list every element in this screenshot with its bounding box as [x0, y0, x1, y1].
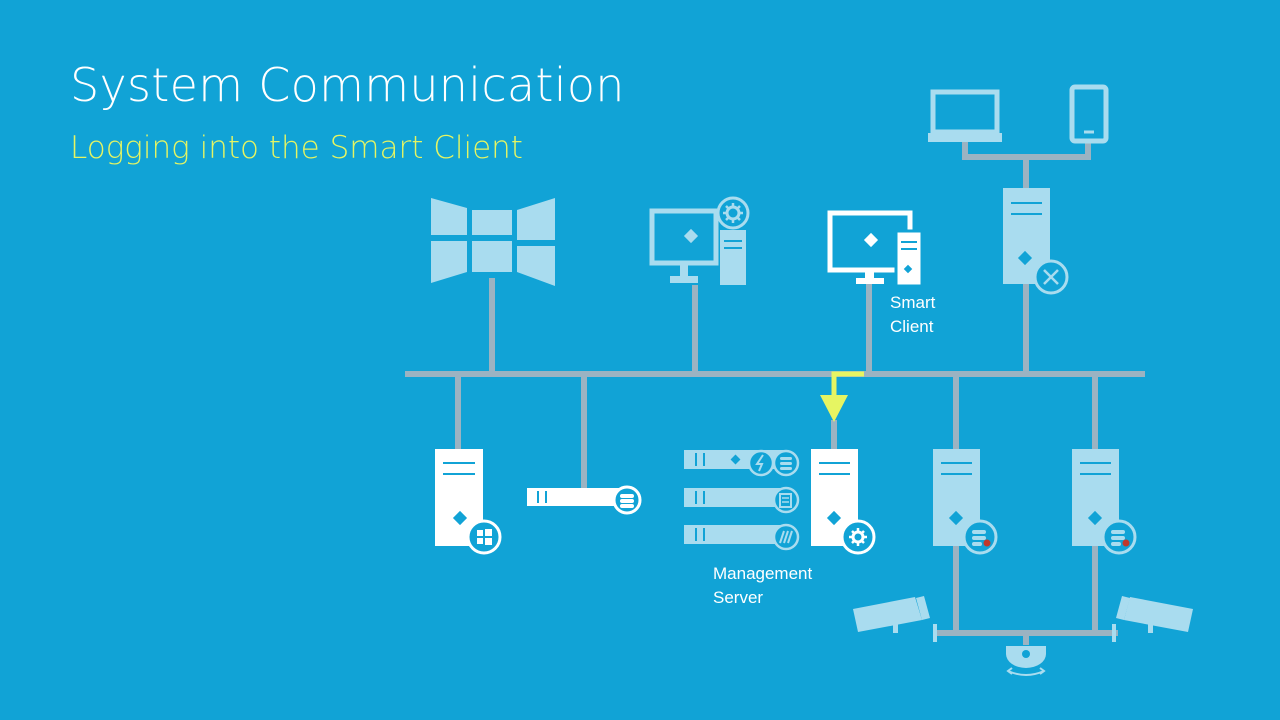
network-lines	[405, 140, 1145, 645]
management-server-label-line1: Management	[713, 564, 813, 583]
camera-right-icon	[1112, 596, 1193, 642]
windows-logo-icon	[431, 198, 555, 286]
client-workstation-icon	[649, 196, 750, 285]
laptop-icon	[928, 89, 1002, 142]
database-storage-icon	[527, 485, 642, 515]
smart-client-label-line2: Client	[890, 317, 934, 336]
management-server-label: Management Server	[713, 562, 812, 610]
recording-server-icon	[933, 449, 998, 555]
sql-server-icon	[684, 523, 800, 551]
failover-recording-server-icon	[1072, 449, 1137, 555]
slide-title: System Communication	[70, 58, 625, 112]
dome-camera-icon	[1006, 646, 1046, 676]
smart-client-label: Smart Client	[890, 291, 935, 339]
management-server-label-line2: Server	[713, 588, 764, 607]
mobile-server-icon	[1003, 188, 1069, 295]
login-arrow	[820, 371, 864, 422]
event-server-icon	[684, 449, 800, 477]
log-server-icon	[684, 486, 800, 514]
management-server-icon	[811, 449, 876, 555]
camera-left-icon	[853, 596, 937, 642]
smart-client-workstation-icon	[827, 210, 924, 288]
smart-client-label-line1: Smart	[890, 293, 936, 312]
active-directory-server-icon	[435, 449, 502, 555]
tablet-icon	[1069, 84, 1109, 144]
slide-subtitle: Logging into the Smart Client	[70, 130, 523, 166]
